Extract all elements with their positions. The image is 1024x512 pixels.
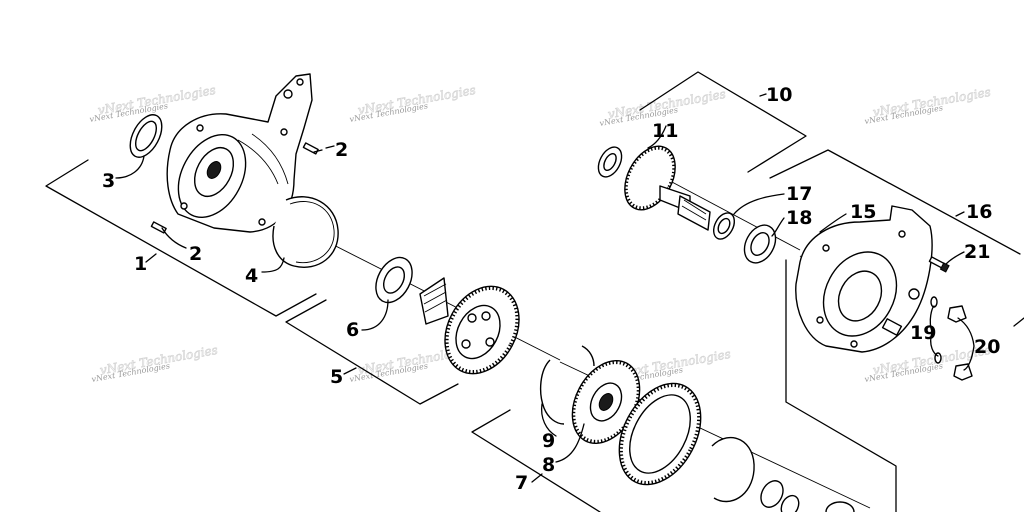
bearing-part-18 [743, 224, 777, 264]
seal-part-3 [129, 114, 163, 158]
assembly-brackets [45, 71, 1024, 512]
snap-ring-part-4 [272, 196, 339, 268]
ring-gear-shaft-part-5 [419, 277, 520, 375]
dowel-pin-part-2-lower [150, 221, 167, 234]
callout-number-17: 17 [786, 183, 812, 205]
housing-part-1 [166, 73, 313, 233]
callout-number-4: 4 [245, 265, 258, 287]
snap-ring-part-9 [539, 359, 565, 425]
callout-number-8: 8 [542, 454, 555, 476]
cover-part-15 [795, 205, 933, 353]
callout-numbers: 3 2 2 1 4 6 5 9 8 7 10 11 17 18 15 16 21… [102, 84, 1000, 494]
callout-number-6: 6 [346, 319, 359, 341]
callout-number-5: 5 [330, 366, 343, 388]
gear-shaft-part-11 [597, 145, 711, 231]
callout-number-18: 18 [786, 207, 812, 229]
callout-number-7: 7 [515, 472, 528, 494]
clutch-ring-part-7 [618, 382, 702, 486]
dowel-pin-part-2-upper [302, 142, 319, 155]
snap-ring-lower [711, 436, 755, 503]
bearing-part-6 [375, 256, 413, 304]
seal-part-17 [712, 212, 736, 240]
callout-number-16: 16 [966, 201, 992, 223]
plug-part-20-lower [953, 363, 973, 381]
plug-part-20-upper [947, 305, 967, 323]
callout-number-20: 20 [974, 336, 1000, 358]
callout-number-9: 9 [542, 430, 555, 452]
bearing-lower [760, 480, 855, 512]
callout-number-1: 1 [134, 253, 147, 275]
callout-number-2-upper: 2 [335, 139, 348, 161]
bolt-part-21 [928, 256, 950, 273]
leader-lines [115, 93, 975, 483]
callout-number-21: 21 [964, 241, 990, 263]
callout-number-15: 15 [850, 201, 876, 223]
callout-number-10: 10 [766, 84, 792, 106]
callout-number-19: 19 [910, 322, 936, 344]
callout-number-2-lower: 2 [189, 243, 202, 265]
callout-1-number-3: 3 [102, 170, 115, 192]
callout-number-11: 11 [652, 120, 678, 142]
